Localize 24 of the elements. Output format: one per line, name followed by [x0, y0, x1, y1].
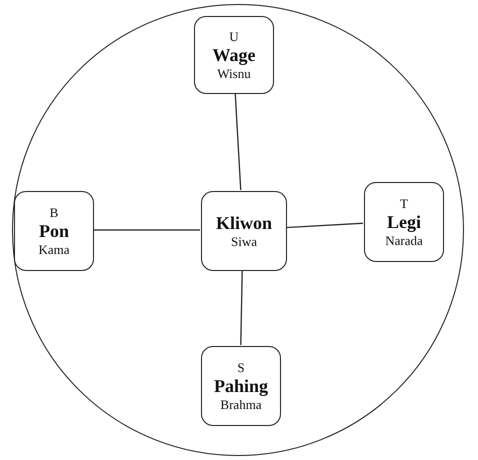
day-name: Legi [387, 212, 421, 232]
deity-name: Kama [38, 242, 70, 258]
day-box [201, 191, 287, 271]
day-name: Wage [212, 44, 256, 66]
connector-line [286, 222, 364, 228]
connector-line [93, 229, 200, 231]
day-name: Kliwon [216, 212, 272, 234]
direction-letter: B [50, 204, 58, 220]
deity-name: Brahma [220, 396, 262, 412]
connector-line [234, 92, 242, 190]
direction-letter: S [237, 360, 245, 376]
day-name: Pahing [214, 376, 268, 396]
deity-name: Narada [385, 232, 423, 248]
enclosing-circle [12, 4, 464, 456]
day-box [201, 346, 281, 426]
direction-letter: U [229, 28, 239, 44]
deity-name: Siwa [231, 234, 257, 250]
day-box [364, 182, 444, 262]
direction-letter: T [400, 196, 408, 212]
day-name: Pon [38, 220, 69, 242]
deity-name: Wisnu [217, 66, 251, 82]
day-box [194, 16, 274, 94]
day-box [14, 191, 94, 271]
connector-line [240, 270, 243, 346]
